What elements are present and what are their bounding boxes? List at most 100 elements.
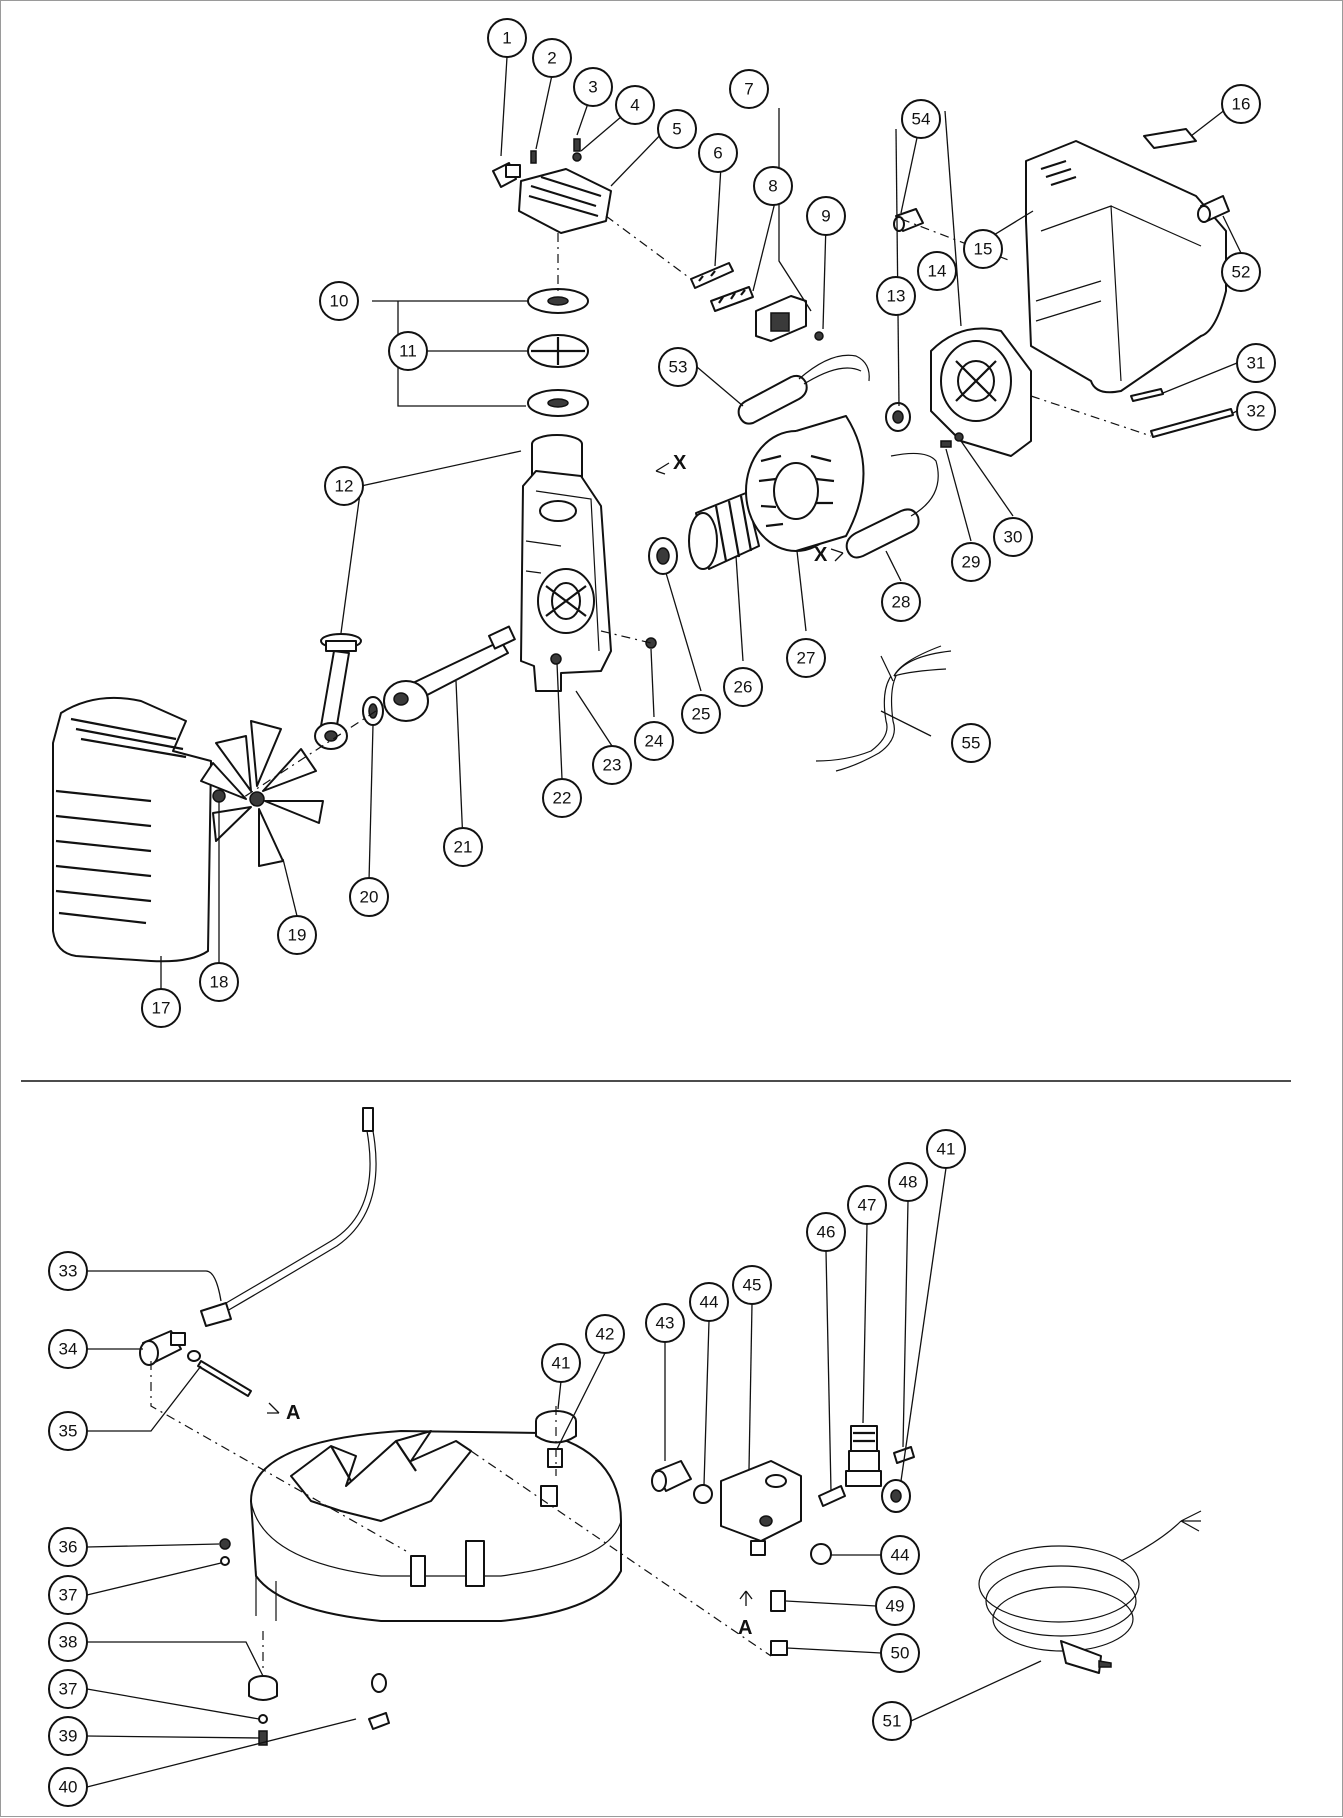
handle-knob (1197, 195, 1230, 223)
end-bell-washer (954, 432, 964, 442)
svg-text:1: 1 (502, 29, 511, 48)
callout-39: 39 (48, 1716, 88, 1756)
svg-text:44: 44 (891, 1546, 910, 1565)
svg-text:28: 28 (892, 593, 911, 612)
callout-1: 1 (487, 18, 527, 58)
svg-text:15: 15 (974, 240, 993, 259)
svg-text:51: 51 (883, 1712, 902, 1731)
callout-55: 55 (951, 723, 991, 763)
centerline (605, 215, 692, 280)
nipple (818, 1485, 846, 1507)
motor-end-bell (930, 327, 1032, 457)
callout-24: 24 (634, 721, 674, 761)
tee-fitting (139, 1330, 186, 1366)
drain-valve (368, 1673, 390, 1730)
callout-8: 8 (753, 166, 793, 206)
callout-50: 50 (880, 1633, 920, 1673)
svg-text:22: 22 (553, 789, 572, 808)
svg-text:27: 27 (797, 649, 816, 668)
centerline (240, 710, 377, 800)
svg-text:55: 55 (962, 734, 981, 753)
outlet-gauge (881, 1479, 911, 1513)
callout-18: 18 (199, 962, 239, 1002)
svg-text:24: 24 (645, 732, 664, 751)
svg-text:10: 10 (330, 292, 349, 311)
svg-text:16: 16 (1232, 95, 1251, 114)
svg-text:47: 47 (858, 1196, 877, 1215)
svg-text:53: 53 (669, 358, 688, 377)
svg-text:41: 41 (937, 1140, 956, 1159)
callout-33: 33 (48, 1251, 88, 1291)
svg-text:45: 45 (743, 1276, 762, 1295)
svg-text:19: 19 (288, 926, 307, 945)
valve-stop (710, 286, 754, 312)
svg-text:48: 48 (899, 1173, 918, 1192)
head-bolt (530, 150, 537, 164)
check-nut (770, 1640, 788, 1656)
callout-21: 21 (443, 827, 483, 867)
svg-text:40: 40 (59, 1778, 78, 1797)
callout-53: 53 (658, 347, 698, 387)
callout-52: 52 (1221, 252, 1261, 292)
svg-text:43: 43 (656, 1314, 675, 1333)
callout-15: 15 (963, 229, 1003, 269)
svg-text:36: 36 (59, 1538, 78, 1557)
callout-54: 54 (901, 99, 941, 139)
svg-text:6: 6 (713, 144, 722, 163)
crankshaft (383, 625, 516, 722)
motor-cover (1025, 140, 1227, 394)
hose-fitting-54 (893, 208, 924, 232)
marker-a-right: A (738, 1590, 753, 1639)
svg-text:33: 33 (59, 1262, 78, 1281)
callout-12: 12 (324, 466, 364, 506)
crankcase-bolt (550, 653, 562, 665)
callout-25: 25 (681, 694, 721, 734)
check-nipple (770, 1590, 786, 1612)
crank-bearing (362, 696, 384, 726)
valve-plate (527, 334, 589, 368)
callout-37-lower: 37 (48, 1669, 88, 1709)
marker-x-bottom: X (814, 544, 844, 566)
callout-19: 19 (277, 915, 317, 955)
callout-28: 28 (881, 582, 921, 622)
check-tube (187, 1350, 252, 1397)
svg-text:32: 32 (1247, 402, 1266, 421)
nut (219, 1538, 231, 1550)
callout-32: 32 (1236, 391, 1276, 431)
callout-23: 23 (592, 745, 632, 785)
svg-text:52: 52 (1232, 263, 1251, 282)
callout-27: 27 (786, 638, 826, 678)
centerline (150, 1361, 407, 1552)
wire-harness (815, 645, 952, 772)
callout-17: 17 (141, 988, 181, 1028)
svg-text:25: 25 (692, 705, 711, 724)
callout-2: 2 (532, 38, 572, 78)
svg-text:42: 42 (596, 1325, 615, 1344)
callout-4: 4 (615, 85, 655, 125)
callout-35: 35 (48, 1411, 88, 1451)
svg-text:A: A (286, 1402, 300, 1424)
callout-42: 42 (585, 1314, 625, 1354)
warning-label (1143, 128, 1197, 149)
svg-text:46: 46 (817, 1223, 836, 1242)
centerline (1030, 395, 1152, 437)
svg-text:35: 35 (59, 1422, 78, 1441)
svg-text:8: 8 (768, 177, 777, 196)
washer (220, 1556, 230, 1566)
callout-44-right: 44 (880, 1535, 920, 1575)
svg-text:12: 12 (335, 477, 354, 496)
callout-5: 5 (657, 109, 697, 149)
svg-text:5: 5 (672, 120, 681, 139)
svg-text:54: 54 (912, 110, 931, 129)
head-screw (573, 138, 581, 152)
connecting-rod (314, 633, 362, 750)
callout-30: 30 (993, 517, 1033, 557)
svg-text:7: 7 (744, 80, 753, 99)
callout-37: 37 (48, 1575, 88, 1615)
callout-43: 43 (645, 1303, 685, 1343)
bushing-right (810, 1543, 832, 1565)
callout-16: 16 (1221, 84, 1261, 124)
callout-48: 48 (888, 1162, 928, 1202)
air-tank (250, 1430, 622, 1622)
